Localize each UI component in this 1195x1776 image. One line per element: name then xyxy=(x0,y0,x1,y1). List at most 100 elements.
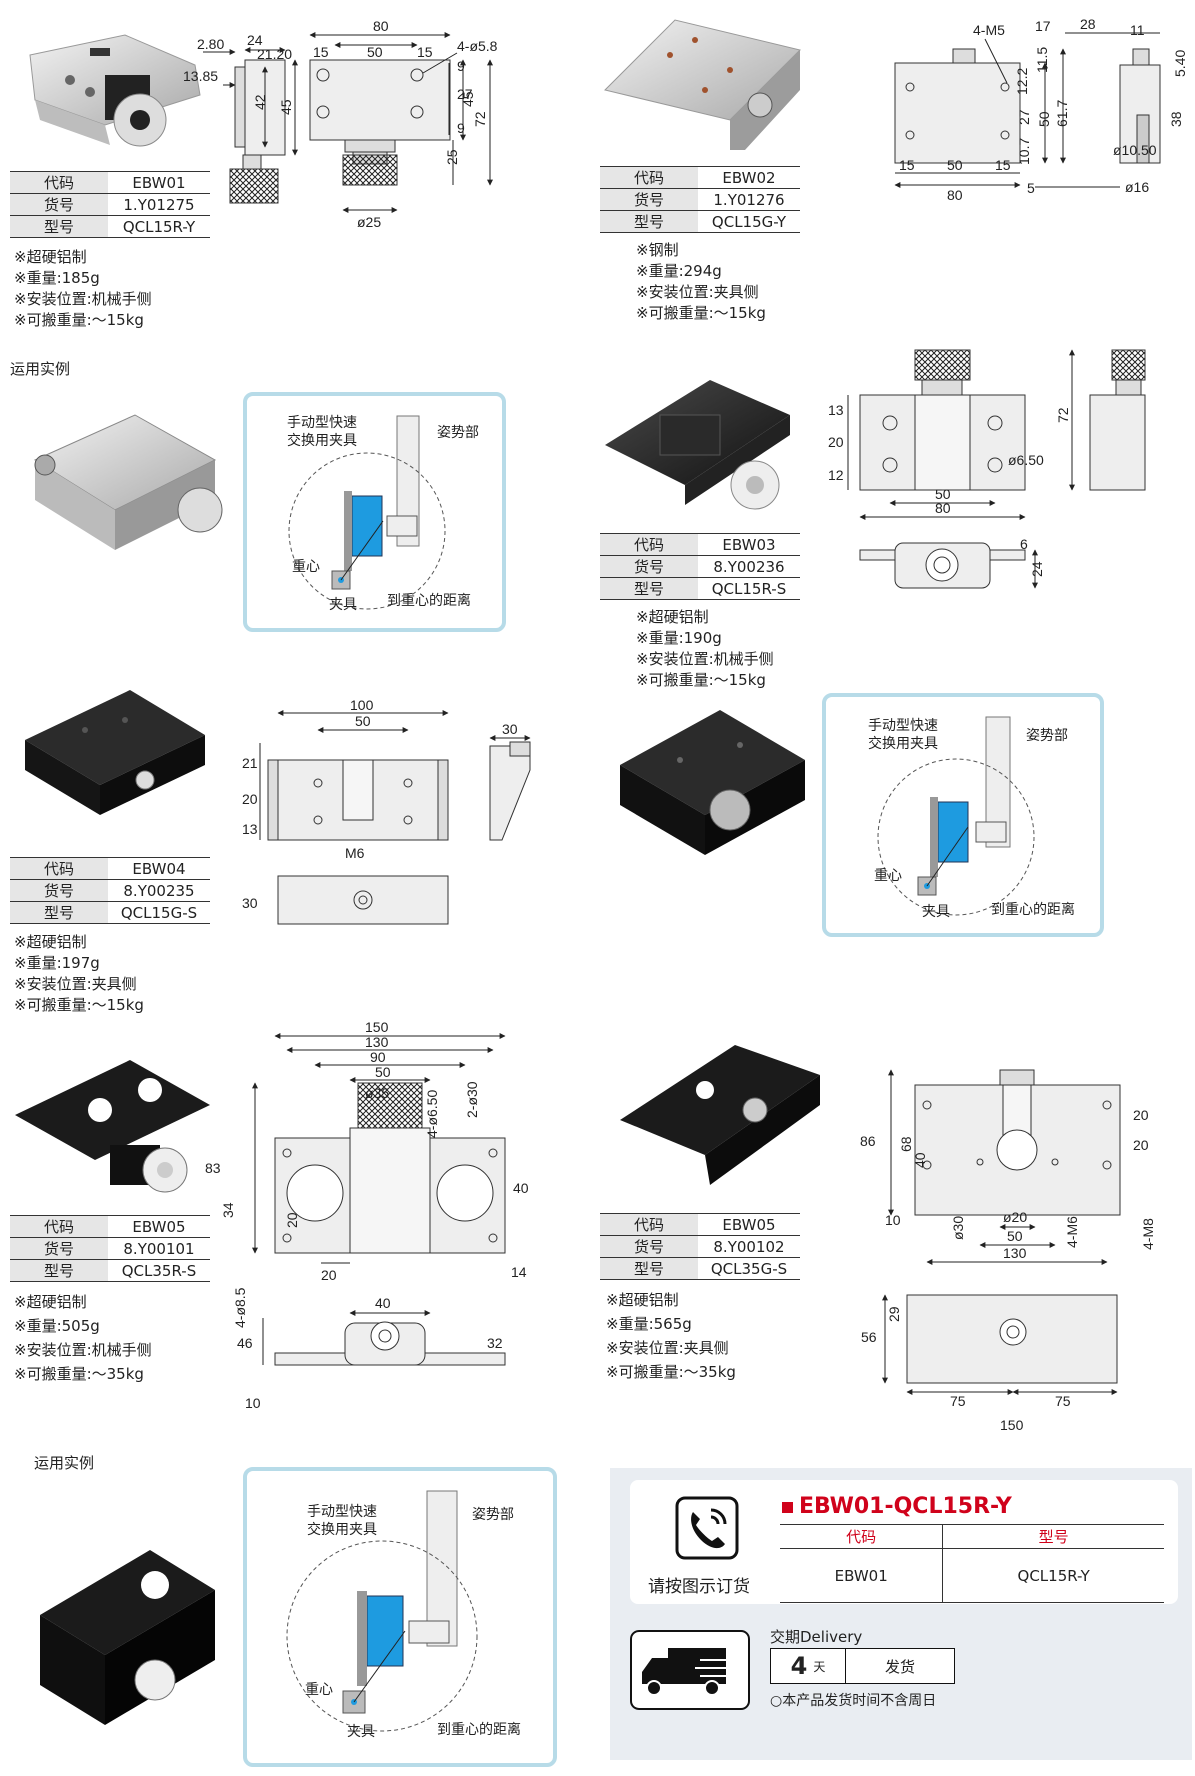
cog-label: 重心 xyxy=(292,559,320,575)
dim-label: 42 xyxy=(252,94,268,110)
delivery-days: 4 xyxy=(790,1652,808,1680)
dim-label: 86 xyxy=(860,1133,876,1149)
dim-label: 32 xyxy=(487,1335,503,1351)
note: ※可搬重量:～15kg xyxy=(636,671,766,689)
dim-label: ø16 xyxy=(1125,179,1149,195)
note: ※重量:294g xyxy=(636,262,722,280)
order-model-value: QCL15R-Y xyxy=(942,1548,1164,1603)
note: ※可搬重量:～35kg xyxy=(606,1363,736,1381)
dim-label: 72 xyxy=(472,111,488,127)
ebw05a-photo xyxy=(15,1060,210,1193)
note: ※安装位置:机械手侧 xyxy=(14,1341,152,1359)
dim-label: 80 xyxy=(935,500,951,516)
delivery-box: 4 天 发货 xyxy=(770,1648,955,1684)
dim-label: 2.80 xyxy=(197,36,224,52)
example3-diagram xyxy=(286,1490,478,1732)
posture-label: 姿势部 xyxy=(1026,728,1068,744)
spec-key: 货号 xyxy=(600,555,698,578)
distance-label: 到重心的距离 xyxy=(437,1722,521,1738)
dim-label: 83 xyxy=(205,1160,221,1176)
spec-value: EBW01 xyxy=(108,171,210,194)
note: ※安装位置:夹具侧 xyxy=(14,975,137,993)
dim-label: 29 xyxy=(886,1306,902,1322)
clamp-label: 手动型快速交换用夹具 xyxy=(307,1504,377,1538)
dim-label: 150 xyxy=(365,1019,389,1035)
note: ※钢制 xyxy=(636,241,679,259)
dim-label: 20 xyxy=(1133,1137,1149,1153)
order-table: 代码 型号 EBW01 QCL15R-Y xyxy=(780,1524,1164,1603)
dim-label: 25 xyxy=(444,149,460,165)
example3-photo xyxy=(40,1550,215,1725)
note: ※重量:197g xyxy=(14,954,100,972)
spec-value: QCL35R-S xyxy=(108,1259,210,1282)
order-code-value: EBW01 xyxy=(780,1548,944,1603)
dim-label: 90 xyxy=(370,1049,386,1065)
dim-label: 2-ø30 xyxy=(464,1081,480,1118)
spec-value: QCL15G-Y xyxy=(698,210,800,233)
order-panel: 请按图示订货 EBW01-QCL15R-Y 代码 型号 EBW01 QCL15R… xyxy=(610,1468,1192,1760)
dim-label: 12 xyxy=(828,467,844,483)
dim-label: 24 xyxy=(1029,561,1045,577)
dim-label: ø10.50 xyxy=(1113,142,1157,158)
delivery-truck-icon xyxy=(630,1630,750,1710)
note: ※安装位置:机械手侧 xyxy=(636,650,774,668)
order-title-text: EBW01-QCL15R-Y xyxy=(799,1494,1012,1519)
spec-key: 代码 xyxy=(600,1213,698,1236)
dim-label: 12.2 xyxy=(1014,68,1030,95)
dim-label: 100 xyxy=(350,697,374,713)
note: ※安装位置:夹具侧 xyxy=(606,1339,729,1357)
dim-label: 4-M8 xyxy=(1140,1218,1156,1250)
dim-label: 17 xyxy=(1035,18,1051,34)
note: ※可搬重量:～35kg xyxy=(14,1365,144,1383)
usage-caption-2: 运用实例 xyxy=(34,1454,95,1472)
spec-value: QCL15R-Y xyxy=(108,215,210,238)
note: ※重量:185g xyxy=(14,269,100,287)
dim-label: M6 xyxy=(345,845,365,861)
distance-label: 到重心的距离 xyxy=(991,902,1075,918)
dim-label: 75 xyxy=(1055,1393,1071,1409)
ebw01-drawing: 2.80 24 21.20 13.85 42 45 80 50 15 15 4-… xyxy=(183,18,498,230)
note: ※可搬重量:～15kg xyxy=(14,311,144,329)
note: ※可搬重量:～15kg xyxy=(636,304,766,322)
dim-label: 61.7 xyxy=(1054,100,1070,127)
dim-label: 50 xyxy=(947,157,963,173)
example1-diagram xyxy=(288,415,446,610)
note: ※可搬重量:～15kg xyxy=(14,996,144,1014)
ebw01-notes: ※超硬铝制 ※重量:185g ※安装位置:机械手侧 ※可搬重量:～15kg xyxy=(14,247,152,331)
dim-label: 5 xyxy=(1027,180,1035,196)
dim-label: 6 xyxy=(1020,536,1028,552)
phone-icon xyxy=(675,1496,739,1560)
example2-photo xyxy=(620,710,805,855)
dim-label: 10 xyxy=(885,1212,901,1228)
dim-label: ø25 xyxy=(357,214,381,230)
dim-label: 72 xyxy=(1055,407,1071,423)
ebw03-drawing: 13 20 12 ø6.50 50 80 72 6 24 xyxy=(828,349,1146,589)
spec-key: 货号 xyxy=(10,193,108,216)
note: ※重量:505g xyxy=(14,1317,100,1335)
ebw02-notes: ※钢制 ※重量:294g ※安装位置:夹具侧 ※可搬重量:～15kg xyxy=(636,240,766,324)
posture-label: 姿势部 xyxy=(437,425,479,441)
delivery-days-cell: 4 天 xyxy=(771,1649,846,1683)
dim-label: 15 xyxy=(995,157,1011,173)
dim-label: 9 xyxy=(457,58,465,74)
spec-key: 型号 xyxy=(600,577,698,600)
spec-value: 8.Y00101 xyxy=(108,1237,210,1260)
usage-example-3: 手动型快速交换用夹具 姿势部 重心 夹具 到重心的距离 xyxy=(243,1467,557,1767)
spec-value: EBW03 xyxy=(698,533,800,556)
dim-label: 21.20 xyxy=(257,46,292,62)
spec-key: 型号 xyxy=(10,1259,108,1282)
dim-label: 56 xyxy=(861,1329,877,1345)
dim-label: 50 xyxy=(367,44,383,60)
dim-label: 40 xyxy=(912,1152,928,1168)
usage-example-2: 手动型快速交换用夹具 姿势部 重心 夹具 到重心的距离 xyxy=(822,693,1104,937)
note: ※安装位置:机械手侧 xyxy=(14,290,152,308)
dim-label: ø35 xyxy=(365,1085,389,1101)
posture-label: 姿势部 xyxy=(472,1507,514,1523)
ebw04-photo xyxy=(25,690,205,815)
dim-label: 80 xyxy=(373,18,389,34)
note: ※超硬铝制 xyxy=(14,933,87,951)
spec-value: QCL15R-S xyxy=(698,577,800,600)
ebw03-notes: ※超硬铝制 ※重量:190g ※安装位置:机械手侧 ※可搬重量:～15kg xyxy=(636,607,774,691)
spec-value: EBW05 xyxy=(698,1213,800,1236)
